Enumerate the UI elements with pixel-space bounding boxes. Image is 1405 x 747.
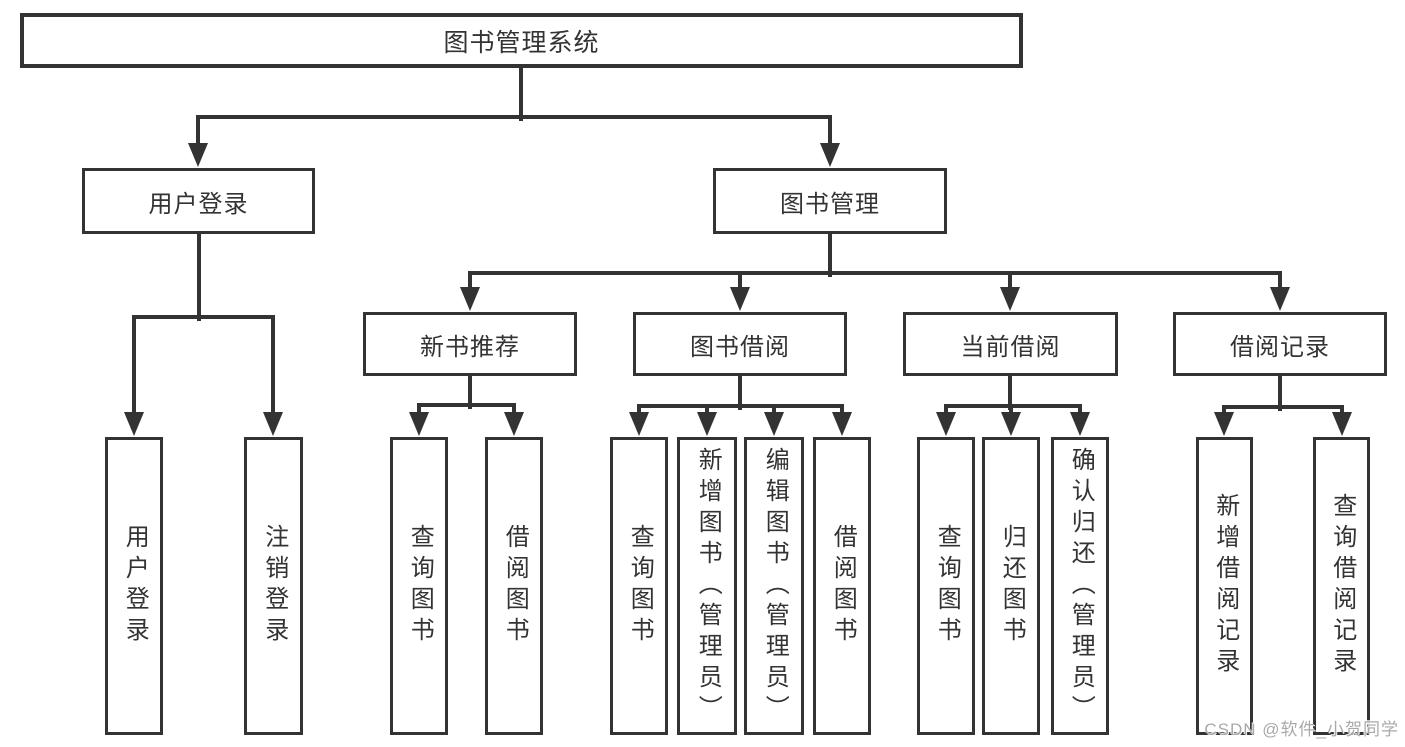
arrowhead-icon <box>820 143 840 167</box>
arrowhead-icon <box>697 412 717 436</box>
connector-recommend-leaves <box>409 374 524 436</box>
arrowhead-icon <box>188 143 208 167</box>
leaf-label: 归还图书 <box>998 524 1026 648</box>
connector-current-leaves <box>936 374 1090 436</box>
arrowhead-icon <box>1001 412 1021 436</box>
arrowhead-icon <box>730 287 750 311</box>
leaf-borrow-books-recommend: 借阅图书 <box>485 437 543 735</box>
leaf-label: 新增借阅记录 <box>1211 493 1239 679</box>
leaf-confirm-return-admin: 确认归还（管理员） <box>1051 437 1109 735</box>
node-book-borrow: 图书借阅 <box>633 312 847 376</box>
leaf-logout-login: 注销登录 <box>244 437 303 735</box>
connector-borrow-leaves <box>629 374 852 436</box>
node-user-login: 用户登录 <box>82 168 315 234</box>
arrowhead-icon <box>1000 287 1020 311</box>
connector-management-to-level3 <box>460 232 1290 311</box>
arrowhead-icon <box>832 412 852 436</box>
arrowhead-icon <box>764 412 784 436</box>
arrowhead-icon <box>504 412 524 436</box>
arrowhead-icon <box>1270 287 1290 311</box>
leaf-query-books-borrow: 查询图书 <box>610 437 668 735</box>
node-book-management: 图书管理 <box>713 168 947 234</box>
leaf-label: 注销登录 <box>260 524 288 648</box>
arrowhead-icon <box>1070 412 1090 436</box>
arrowhead-icon <box>1214 412 1234 436</box>
leaf-label: 编辑图书（管理员） <box>761 446 789 726</box>
arrowhead-icon <box>936 412 956 436</box>
arrowhead-icon <box>124 412 144 436</box>
leaf-label: 查询图书 <box>626 524 654 648</box>
leaf-user-login: 用户登录 <box>105 437 163 735</box>
arrowhead-icon <box>460 287 480 311</box>
leaf-query-borrow-record: 查询借阅记录 <box>1313 437 1370 735</box>
node-root-system: 图书管理系统 <box>20 13 1023 68</box>
leaf-query-books-recommend: 查询图书 <box>390 437 448 735</box>
leaf-label: 查询图书 <box>933 524 961 648</box>
leaf-add-books-admin: 新增图书（管理员） <box>677 437 737 735</box>
arrowhead-icon <box>629 412 649 436</box>
csdn-watermark: CSDN @软件_小贺同学 <box>1204 720 1399 739</box>
leaf-label: 用户登录 <box>121 524 149 648</box>
connector-root-to-level2 <box>188 66 840 167</box>
leaf-label: 借阅图书 <box>829 524 857 648</box>
connector-user-login-leaves <box>124 232 283 436</box>
leaf-label: 新增图书（管理员） <box>694 446 722 726</box>
leaf-label: 借阅图书 <box>501 524 529 648</box>
arrowhead-icon <box>1332 412 1352 436</box>
leaf-query-books-current: 查询图书 <box>917 437 975 735</box>
leaf-edit-books-admin: 编辑图书（管理员） <box>744 437 804 735</box>
connector-record-leaves <box>1214 374 1352 436</box>
arrowhead-icon <box>263 412 283 436</box>
arrowhead-icon <box>409 412 429 436</box>
leaf-add-borrow-record: 新增借阅记录 <box>1196 437 1253 735</box>
leaf-label: 查询借阅记录 <box>1328 493 1356 679</box>
leaf-label: 查询图书 <box>406 524 434 648</box>
leaf-return-books: 归还图书 <box>982 437 1040 735</box>
node-borrow-record: 借阅记录 <box>1173 312 1387 376</box>
leaf-borrow-books: 借阅图书 <box>813 437 871 735</box>
node-current-borrow: 当前借阅 <box>903 312 1118 376</box>
leaf-label: 确认归还（管理员） <box>1067 446 1095 726</box>
node-new-book-recommend: 新书推荐 <box>363 312 577 376</box>
